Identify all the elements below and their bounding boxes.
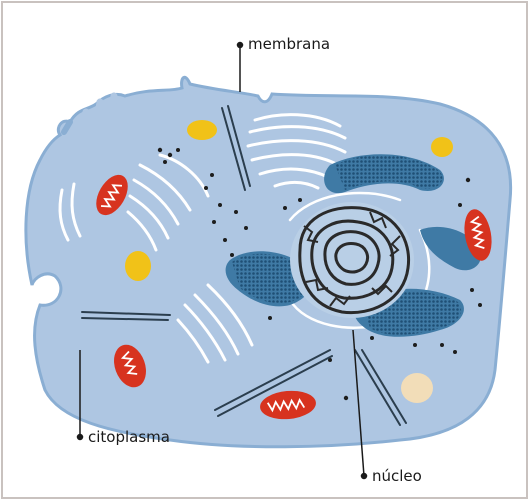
label-nucleo: núcleo bbox=[372, 469, 422, 484]
label-membrana: membrana bbox=[248, 37, 330, 52]
label-citoplasma: citoplasma bbox=[88, 430, 170, 445]
nucleus bbox=[290, 202, 414, 318]
